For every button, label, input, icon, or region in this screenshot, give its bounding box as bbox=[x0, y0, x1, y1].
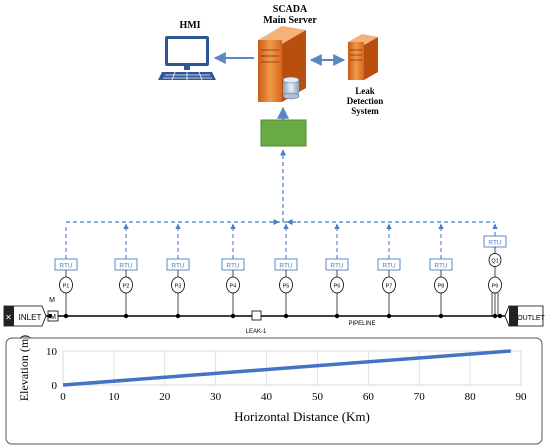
sensor-node-4 bbox=[230, 313, 236, 319]
leak-label: LEAK-1 bbox=[246, 329, 267, 335]
x-tick-label-8: 80 bbox=[465, 391, 477, 403]
rtu-label-3: RTU bbox=[171, 263, 185, 270]
outlet-node bbox=[497, 313, 503, 319]
pipeline-section: ✕ INLET M M LEAK-1 PIPELINE OUTLET P1 P2 P… bbox=[3, 247, 546, 335]
x-tick-label-5: 50 bbox=[312, 391, 324, 403]
x-tick-label-6: 60 bbox=[363, 391, 375, 403]
plot-frame bbox=[62, 350, 522, 386]
sensor-node-3 bbox=[175, 313, 181, 319]
pressure-sensor-label-3: P3 bbox=[175, 284, 182, 290]
scada-server-icon bbox=[258, 26, 306, 102]
pressure-sensor-label-1: P1 bbox=[63, 284, 70, 290]
y-tick-label-0: 0 bbox=[52, 380, 58, 392]
sensor-node-8 bbox=[438, 313, 444, 319]
server-label-line2: Main Server bbox=[263, 15, 317, 26]
pipeline-label: PIPELINE bbox=[348, 321, 375, 327]
leak-label-line3: System bbox=[351, 106, 379, 116]
pressure-sensor-label-6: P6 bbox=[334, 284, 341, 290]
outlet-label: OUTLET bbox=[517, 315, 545, 322]
pressure-sensor-label-4: P4 bbox=[230, 284, 237, 290]
server-label-line1: SCADA bbox=[273, 4, 308, 15]
sensor-node-9 bbox=[492, 313, 498, 319]
svg-text:✕: ✕ bbox=[5, 313, 12, 322]
rtu-label-5: RTU bbox=[279, 263, 293, 270]
sensor-node-1 bbox=[63, 313, 69, 319]
hmi-label: HMI bbox=[179, 20, 200, 31]
rtu-label-9: RTU bbox=[488, 240, 502, 247]
pressure-sensor-label-7: P7 bbox=[386, 284, 393, 290]
rtu-label-4: RTU bbox=[226, 263, 240, 270]
leak-point-icon bbox=[251, 310, 262, 321]
sensor-node-2 bbox=[123, 313, 129, 319]
y-axis-label: Elevation (m) bbox=[17, 335, 31, 401]
x-tick-label-0: 0 bbox=[60, 391, 66, 403]
x-tick-label-7: 70 bbox=[414, 391, 426, 403]
leak-detection-server-icon bbox=[348, 34, 378, 80]
sensor-node-7 bbox=[386, 313, 392, 319]
communication-network: RTU RTU RTU RTU RTU RTU RTU RTU RTU bbox=[54, 149, 507, 271]
rtu-label-2: RTU bbox=[119, 263, 133, 270]
leak-label-line2: Detection bbox=[347, 96, 383, 106]
rtu-label-6: RTU bbox=[330, 263, 344, 270]
pressure-sensor-label-2: P2 bbox=[123, 284, 130, 290]
sensor-node-5 bbox=[283, 313, 289, 319]
rtu-label-1: RTU bbox=[59, 263, 73, 270]
y-tick-label-1: 10 bbox=[46, 346, 58, 358]
svg-text:M: M bbox=[50, 314, 56, 321]
x-tick-label-1: 10 bbox=[108, 391, 120, 403]
elevation-series-line-0 bbox=[62, 349, 511, 387]
pressure-sensor-label-5: P5 bbox=[283, 284, 290, 290]
meter-label: M bbox=[49, 297, 55, 304]
inlet-label: INLET bbox=[19, 313, 42, 322]
inlet-node bbox=[48, 314, 52, 318]
x-tick-label-4: 40 bbox=[261, 391, 273, 403]
pressure-sensor-label-8: P8 bbox=[438, 284, 445, 290]
sensor-node-6 bbox=[334, 313, 340, 319]
elevation-panel bbox=[5, 337, 543, 445]
rtu-label-7: RTU bbox=[382, 263, 396, 270]
outlet-valve-icon bbox=[509, 306, 518, 326]
rtu-label-8: RTU bbox=[434, 263, 448, 270]
x-tick-label-3: 30 bbox=[210, 391, 222, 403]
leak-label-line1: Leak bbox=[355, 86, 375, 96]
x-tick-label-2: 20 bbox=[159, 391, 171, 403]
x-axis-label: Horizontal Distance (Km) bbox=[234, 409, 370, 424]
inlet-valve-icon bbox=[4, 306, 14, 326]
mtu-box bbox=[260, 119, 307, 147]
pressure-sensor-label-9: P9 bbox=[492, 284, 499, 290]
hmi-computer-icon bbox=[158, 36, 216, 81]
x-tick-label-9: 90 bbox=[516, 391, 528, 403]
flow-sensor-label: Q1 bbox=[491, 259, 498, 265]
